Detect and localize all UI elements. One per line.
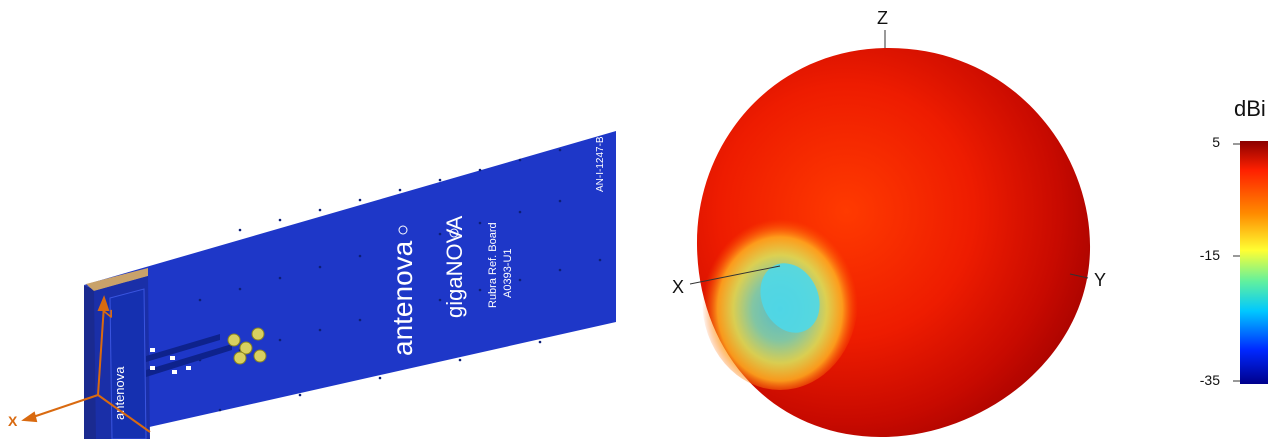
board-part-number: AN-I-1247-B bbox=[595, 136, 606, 192]
colorbar-tick-label-mid: -15 bbox=[1199, 247, 1220, 263]
pattern-axis-y-label: Y bbox=[1094, 270, 1107, 290]
board-top-face bbox=[84, 131, 616, 439]
board-edge bbox=[84, 285, 96, 439]
pattern-null-core bbox=[760, 263, 820, 333]
rf-connectors bbox=[227, 327, 267, 365]
pattern-axis-z-label: Z bbox=[877, 8, 888, 28]
pattern-axis-x-label: X bbox=[672, 277, 685, 297]
board-product-text: gigaNOVA bbox=[442, 215, 467, 318]
board-line1-text: Rubra Ref. Board bbox=[487, 222, 499, 308]
registered-mark bbox=[449, 228, 459, 238]
board-axis-x-label: X bbox=[8, 413, 18, 429]
board-axis-z-label: Z bbox=[99, 309, 115, 318]
coordinate-triad bbox=[21, 295, 151, 433]
board-brand-text: antenova bbox=[387, 240, 418, 356]
pattern-x-axis bbox=[689, 265, 781, 285]
colorbar bbox=[1240, 141, 1268, 384]
colorbar-tick-label-bottom: -35 bbox=[1199, 372, 1220, 388]
board-line2-text: A0393-U1 bbox=[502, 248, 514, 298]
feed-end-strip bbox=[86, 268, 148, 291]
colorbar-tick-label-top: 5 bbox=[1212, 134, 1220, 150]
antenna-board-illustration: antenova gigaNOVA Rubra Ref. Board A0393… bbox=[8, 131, 616, 439]
registered-mark bbox=[398, 225, 408, 235]
feed-traces bbox=[146, 334, 232, 377]
colorbar-title: dBi bbox=[1234, 96, 1266, 121]
pattern-y-axis bbox=[1069, 273, 1089, 279]
ground-clearance bbox=[109, 288, 147, 439]
